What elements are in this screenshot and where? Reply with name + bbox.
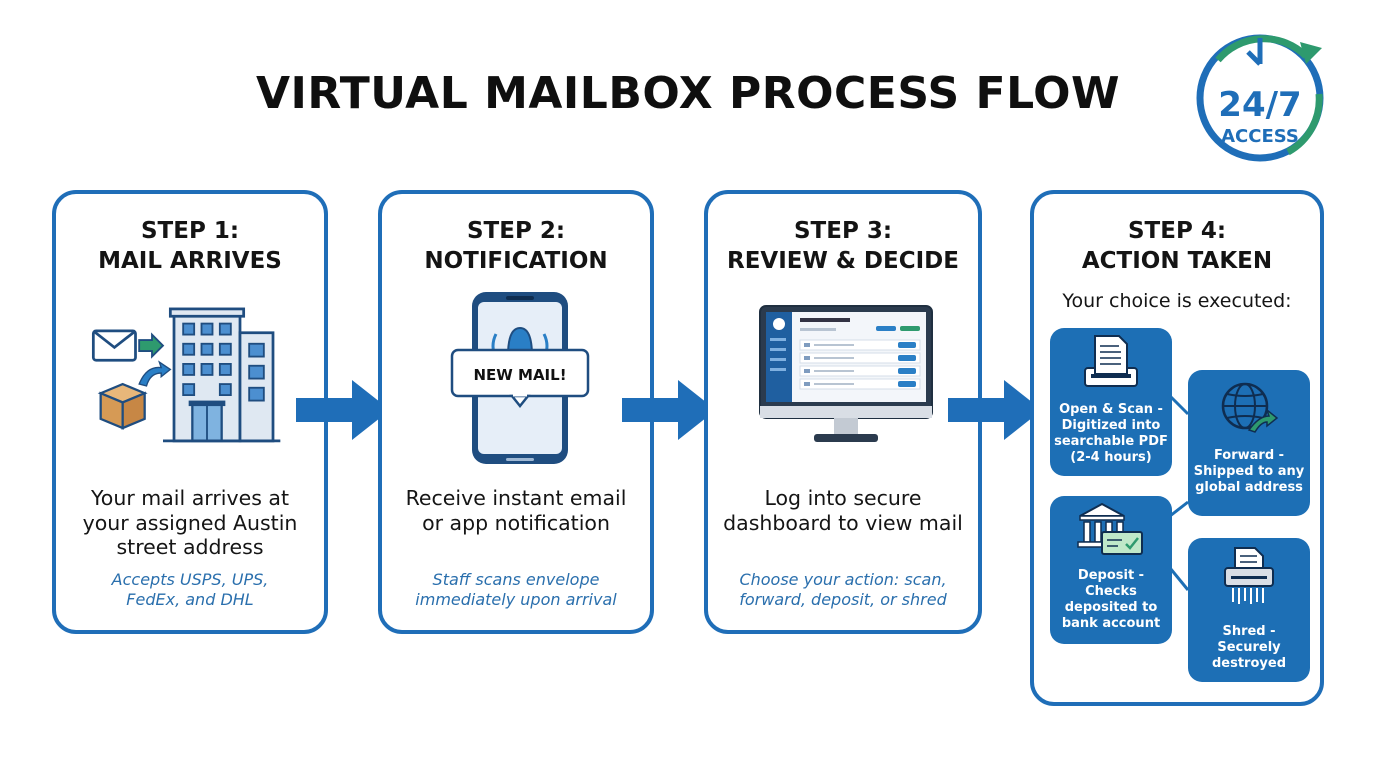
step-3-heading: STEP 3:REVIEW & DECIDE	[727, 218, 959, 274]
badge-number: 24/7	[1218, 85, 1301, 125]
scanner-icon	[1084, 335, 1138, 387]
step-4-card: STEP 4:ACTION TAKEN Your choice is execu…	[1030, 190, 1324, 706]
flow-arrow-1	[296, 380, 390, 440]
bank-icon	[1077, 502, 1143, 555]
page-title: VIRTUAL MAILBOX PROCESS FLOW	[255, 68, 1121, 119]
step-1-card: STEP 1:MAIL ARRIVES Your mail arrives at…	[52, 190, 328, 634]
step-4-heading: STEP 4:ACTION TAKEN	[1081, 218, 1273, 274]
globe-icon	[1221, 382, 1279, 433]
monitor-dashboard-icon	[759, 305, 933, 442]
building-mail-icon	[91, 307, 281, 443]
step-2-card: STEP 2:NOTIFICATION NEW MAIL! Receive in…	[378, 190, 654, 634]
flow-arrow-3	[948, 380, 1042, 440]
action-connectors	[1168, 394, 1190, 591]
badge-label: ACCESS	[1221, 126, 1299, 147]
step-4-subheading: Your choice is executed:	[1062, 290, 1292, 312]
clock-24-7-badge: 24/7 ACCESS	[1196, 34, 1324, 162]
step-3-note: Choose your action: scan,forward, deposi…	[739, 570, 947, 609]
new-mail-label: NEW MAIL!	[473, 366, 566, 384]
flow-arrow-2	[622, 380, 716, 440]
phone-notification-icon: NEW MAIL!	[450, 292, 590, 464]
step-2-heading: STEP 2:NOTIFICATION	[424, 218, 608, 274]
shredder-icon	[1224, 547, 1274, 604]
step-1-note: Accepts USPS, UPS,FedEx, and DHL	[111, 570, 269, 609]
step-1-heading: STEP 1:MAIL ARRIVES	[98, 218, 282, 274]
